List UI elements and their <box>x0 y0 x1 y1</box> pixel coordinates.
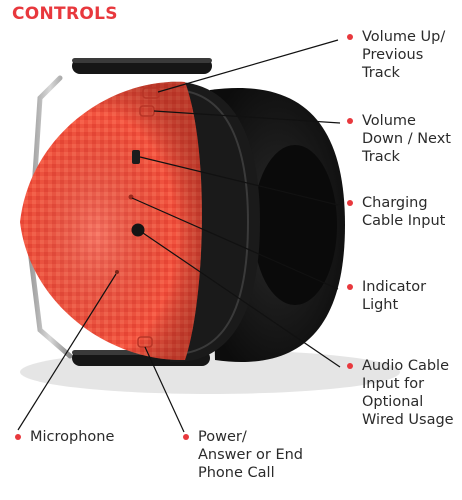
callout-line: Indicator <box>362 279 427 295</box>
callout-line: Volume Up/ <box>362 29 446 45</box>
bullet-dot <box>347 200 353 206</box>
callout-line: Answer or End <box>198 447 304 463</box>
charging-port-shape <box>132 150 140 164</box>
leader-volume-up <box>157 39 339 93</box>
callout-line: Down / Next <box>362 131 451 147</box>
page-title: CONTROLS <box>12 4 118 24</box>
leader-power <box>144 346 185 433</box>
leader-audio <box>142 232 341 368</box>
callout-line: Optional <box>362 394 424 410</box>
bullet-dot <box>347 118 353 124</box>
leader-indicator <box>131 197 339 290</box>
leader-charging <box>139 156 339 206</box>
callout-line: Previous <box>362 47 424 63</box>
callout-volume-up: Volume Up/ Previous Track <box>347 28 446 82</box>
callout-volume-down: Volume Down / Next Track <box>347 112 451 166</box>
leader-lines <box>17 39 341 433</box>
volume-up-button-shape <box>142 87 160 99</box>
callout-line: Audio Cable <box>362 358 449 374</box>
microphone-hole-shape <box>115 270 119 274</box>
callout-line: Wired Usage <box>362 412 454 428</box>
callout-line: Light <box>362 297 399 313</box>
callout-line: Charging <box>362 195 428 211</box>
bullet-dot <box>347 34 353 40</box>
audio-jack-shape <box>131 223 145 237</box>
callout-line: Microphone <box>30 429 115 445</box>
callout-line: Input for <box>362 376 425 392</box>
cushion-opening <box>253 145 337 305</box>
bullet-dot <box>15 434 21 440</box>
callout-line: Track <box>362 65 400 81</box>
callout-line: Volume <box>362 113 416 129</box>
callout-power: Power/ Answer or End Phone Call <box>183 428 304 482</box>
callout-line: Power/ <box>198 429 247 445</box>
leader-volume-down <box>153 110 341 124</box>
leader-microphone <box>17 273 117 431</box>
callout-line: Track <box>362 149 400 165</box>
bullet-dot <box>347 284 353 290</box>
callout-charging-input: Charging Cable Input <box>347 194 446 230</box>
callout-line: Phone Call <box>198 465 275 481</box>
callout-microphone: Microphone <box>15 428 115 446</box>
callout-indicator-light: Indicator Light <box>347 278 427 314</box>
bullet-dot <box>347 363 353 369</box>
callout-audio-input: Audio Cable Input for Optional Wired Usa… <box>347 357 454 429</box>
callout-line: Cable Input <box>362 213 446 229</box>
bullet-dot <box>183 434 189 440</box>
